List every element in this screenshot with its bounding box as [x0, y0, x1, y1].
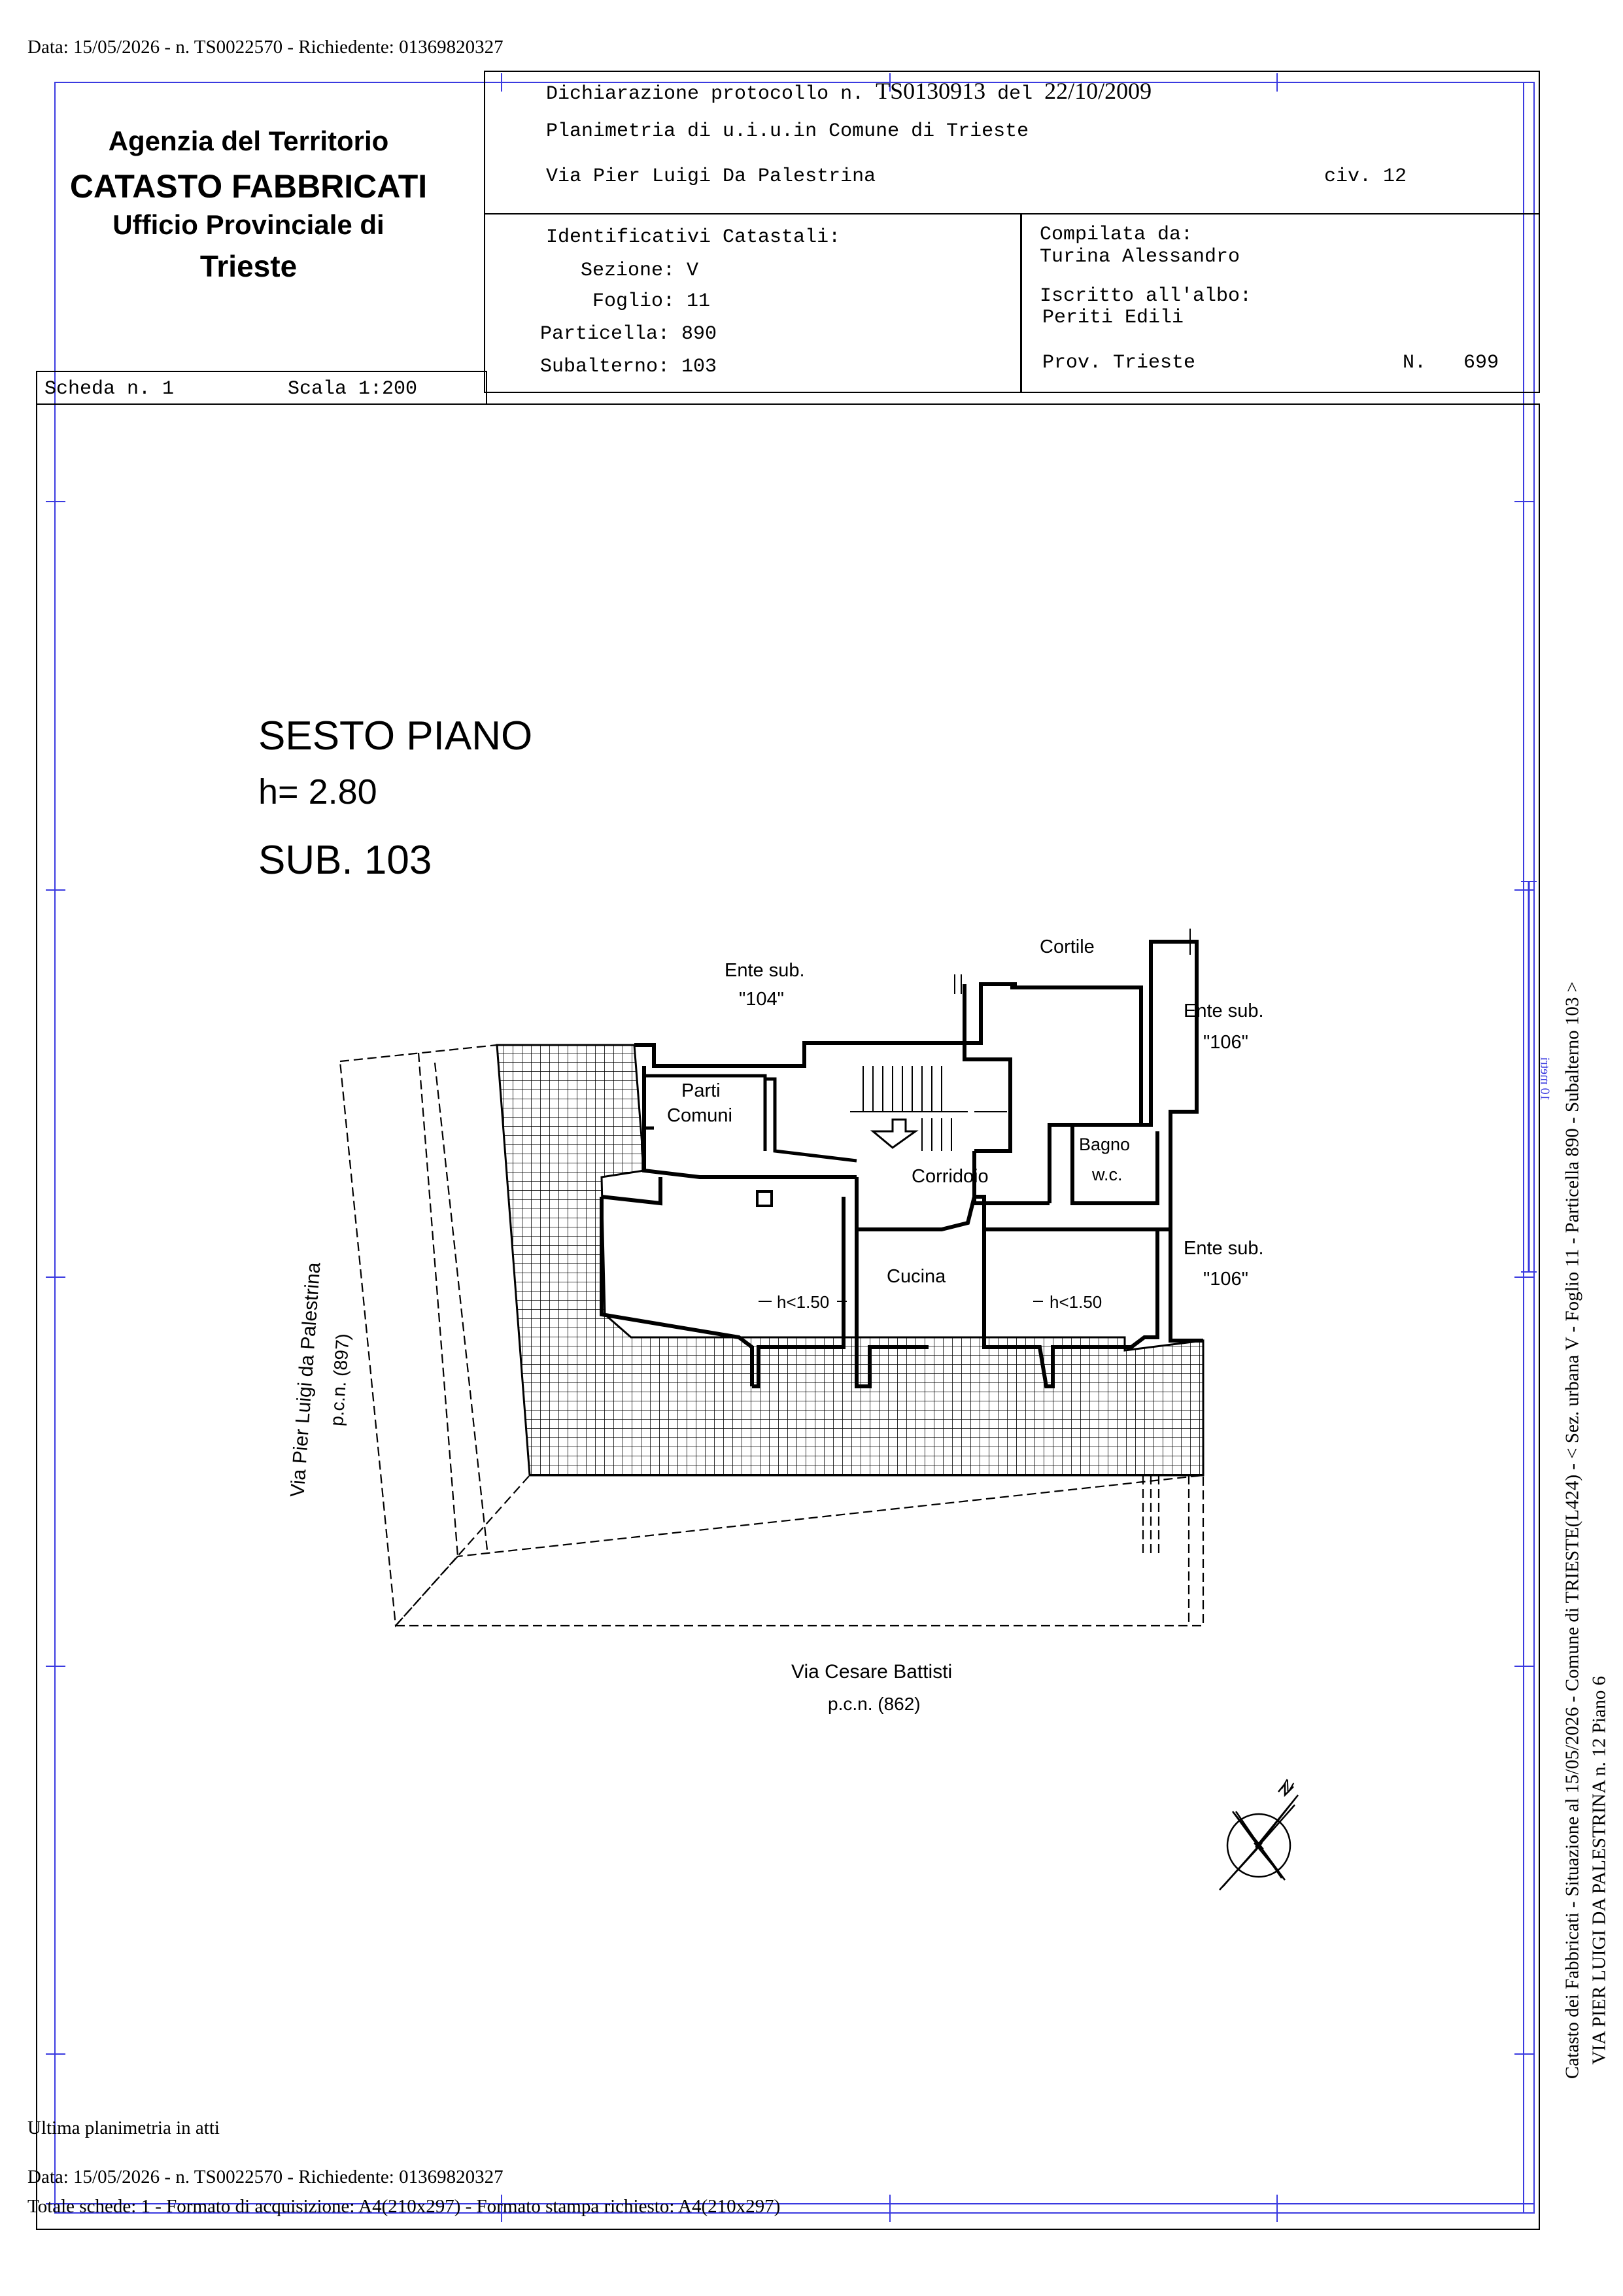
label-cortile: Cortile — [1040, 936, 1095, 957]
side-catasto-info: Catasto dei Fabbricati - Situazione al 1… — [1562, 982, 1583, 2079]
subalterno-field: Subalterno: 103 — [540, 356, 717, 378]
plan-height: h= 2.80 — [258, 772, 377, 812]
plan-sub: SUB. 103 — [258, 838, 432, 883]
ultima-planimetria: Ultima planimetria in atti — [27, 2117, 220, 2138]
scale-label: Scala 1:200 — [288, 378, 418, 400]
ufficio-label: Ufficio Provinciale di — [112, 209, 384, 240]
label-ente-106-top-a: Ente sub. — [1184, 1001, 1264, 1021]
planimetria-line: Planimetria di u.i.u.in Comune di Triest… — [546, 120, 1029, 143]
albo-value: Periti Edili — [1042, 307, 1184, 329]
foglio-field: Foglio: 11 — [592, 290, 711, 313]
agency-name: Agenzia del Territorio — [108, 126, 389, 156]
particella-field: Particella: 890 — [540, 323, 717, 345]
compilata-name: Turina Alessandro — [1040, 246, 1240, 268]
street-bottom-pcn: p.c.n. (862) — [828, 1694, 921, 1714]
drawing-frame — [36, 403, 1540, 2230]
identifiers-box — [484, 213, 1540, 393]
plan-floor-title: SESTO PIANO — [258, 713, 533, 759]
header-divider — [1020, 213, 1022, 393]
label-ente-104-b: "104" — [739, 989, 784, 1010]
scale-bar-label: 10 metri — [1537, 1057, 1552, 1101]
albo-label: Iscritto all'albo: — [1040, 285, 1252, 307]
sezione-field: Sezione: V — [581, 260, 699, 282]
label-parti-b: Comuni — [667, 1105, 732, 1126]
prov-field: Prov. Trieste — [1042, 352, 1196, 374]
n-value: 699 — [1463, 352, 1499, 374]
street-bottom-name: Via Cesare Battisti — [791, 1661, 953, 1683]
compilata-label: Compilata da: — [1040, 224, 1193, 246]
totale-schede: Totale schede: 1 - Formato di acquisizio… — [27, 2196, 781, 2217]
label-ente-106-bottom-b: "106" — [1203, 1269, 1248, 1290]
label-bagno-a: Bagno — [1079, 1135, 1131, 1154]
label-ente-106-bottom-a: Ente sub. — [1184, 1238, 1264, 1259]
side-address-info: VIA PIER LUIGI DA PALESTRINA n. 12 Piano… — [1588, 1675, 1610, 2065]
declaration-line: Dichiarazione protocollo n. TS0130913 de… — [546, 78, 1152, 105]
scheda-number: Scheda n. 1 — [44, 378, 175, 400]
request-info-bottom: Data: 15/05/2026 - n. TS0022570 - Richie… — [27, 2167, 504, 2187]
label-ente-104-a: Ente sub. — [725, 960, 805, 981]
n-label: N. — [1403, 352, 1427, 374]
identificativi-title: Identificativi Catastali: — [546, 226, 841, 248]
request-info-top: Data: 15/05/2026 - n. TS0022570 - Richie… — [27, 37, 504, 58]
civic-number: civ. 12 — [1324, 165, 1407, 188]
address-line: Via Pier Luigi Da Palestrina — [546, 165, 876, 188]
label-height-1: h<1.50 — [777, 1292, 830, 1312]
label-height-2: h<1.50 — [1050, 1292, 1102, 1312]
north-compass — [1219, 1781, 1299, 1891]
label-parti-a: Parti — [681, 1080, 721, 1101]
label-corridoio: Corridoio — [912, 1166, 989, 1187]
label-cucina: Cucina — [887, 1266, 946, 1287]
label-ente-106-top-b: "106" — [1203, 1032, 1248, 1053]
ufficio-city: Trieste — [199, 249, 298, 283]
label-bagno-b: w.c. — [1092, 1165, 1123, 1184]
catasto-title: CATASTO FABBRICATI — [69, 168, 428, 205]
